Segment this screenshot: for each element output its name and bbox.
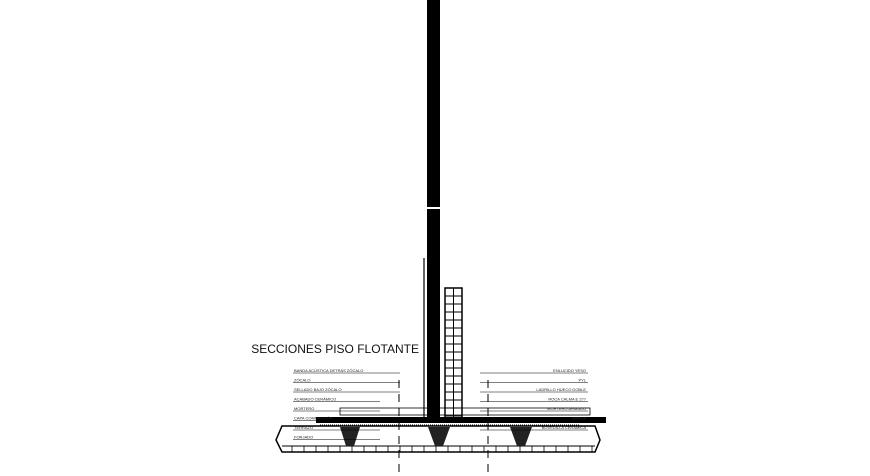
finish-layer <box>339 407 591 416</box>
column-gap <box>427 207 440 209</box>
callout-label: BANDA ACÚSTICA DETRÁS ZÓCALO <box>294 368 363 373</box>
brick-wall <box>444 287 463 421</box>
slab <box>275 425 601 453</box>
callout-label: ENLUCIDO YESO <box>553 368 586 373</box>
callout-label: MORTERO <box>294 406 314 411</box>
drawing-title: SECCIONES PISO FLOTANTE <box>251 342 419 356</box>
wall-column <box>427 0 440 420</box>
callout-label: TERRAZO <box>294 425 313 430</box>
compression-layer <box>316 417 606 423</box>
callout-label: MORTERO ARMADO <box>547 406 586 411</box>
callout-label: BANDA <box>572 416 586 421</box>
callout-label: SELLADO BAJO ZÓCALO <box>294 387 342 392</box>
callout-label: ROCA CALMA E 2?? <box>548 397 586 402</box>
slab-ribs <box>291 446 593 452</box>
callout-label: ZÓCALO <box>294 378 310 383</box>
callout-label: LADRILLO HUECO DOBLE <box>536 387 586 392</box>
callout-label: PYL <box>578 378 586 383</box>
joist-hatch <box>340 427 532 446</box>
callout-label: FORJADO <box>294 435 313 440</box>
callout-label: ACABADO CERÁMICO <box>294 397 336 402</box>
callout-label: BOVEDILLA CERÁMICA <box>542 425 587 430</box>
callout-label: CAPA COMPRESIÓN <box>294 416 333 421</box>
